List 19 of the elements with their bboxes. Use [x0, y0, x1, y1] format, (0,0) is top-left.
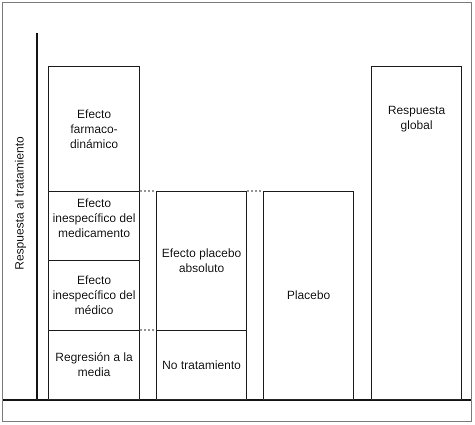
dotted-connector-line	[140, 190, 156, 192]
segment-label: Respuesta global	[386, 103, 446, 133]
segment-label: No tratamiento	[161, 358, 242, 372]
bar-segment	[48, 260, 140, 331]
bar-segment	[263, 191, 354, 400]
segment-label: Placebo	[286, 288, 332, 303]
bar-segment	[156, 330, 247, 400]
bar-segment	[371, 66, 462, 400]
segment-label: Regresión a la media	[54, 350, 134, 380]
bar-segment	[48, 191, 140, 261]
axis-title: Respuesta al tratamiento	[12, 136, 26, 270]
dotted-connector-line	[246, 190, 264, 192]
segment-label: Efecto farmaco-dinámico	[68, 106, 120, 152]
segment-label: Efecto inespecífico del médico	[52, 273, 136, 318]
bar-segment	[48, 330, 140, 400]
segment-label: Efecto placebo absoluto	[160, 246, 242, 276]
bar-segment	[48, 66, 140, 192]
segment-label: Efecto inespecífico del medicamento	[52, 196, 136, 241]
bar-segment	[156, 191, 247, 331]
